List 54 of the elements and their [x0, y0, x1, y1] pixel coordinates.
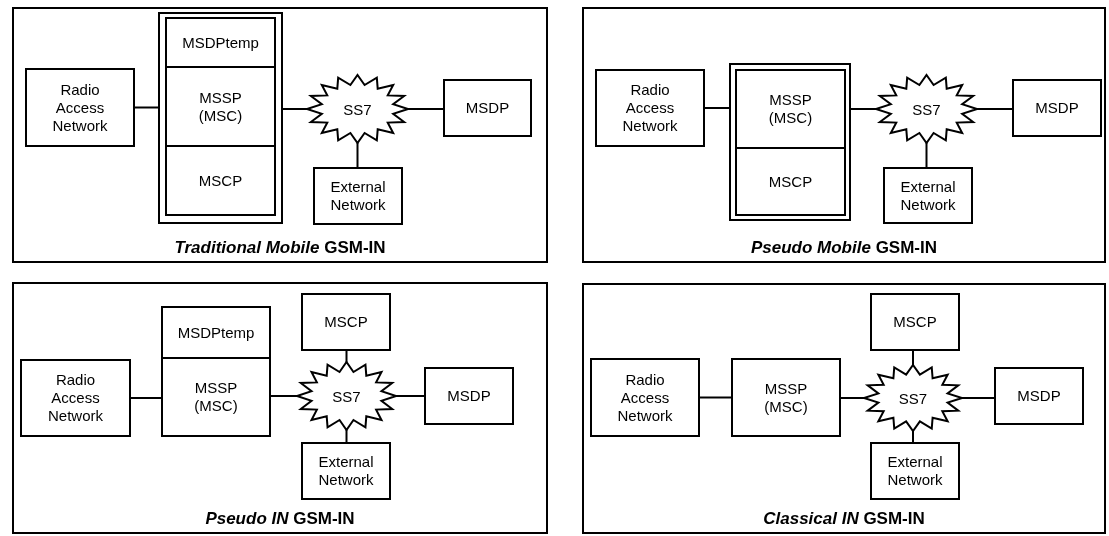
component-box: MSCP — [735, 147, 846, 216]
diagram-panel — [12, 7, 548, 263]
component-box: MSDP — [443, 79, 532, 137]
panel-caption: Traditional Mobile GSM-IN — [174, 238, 386, 258]
component-box: MSSP (MSC) — [735, 69, 846, 149]
connector-line — [961, 397, 995, 399]
component-box: MSSP (MSC) — [165, 66, 276, 147]
connector-line — [356, 142, 359, 168]
connector-line — [270, 395, 298, 397]
connector-line — [976, 108, 1013, 110]
container-box — [158, 12, 283, 224]
component-box: MSCP — [870, 293, 960, 351]
connector-line — [345, 429, 348, 443]
connector-line — [699, 396, 732, 399]
component-box: MSSP (MSC) — [731, 358, 841, 437]
component-box: Radio Access Network — [595, 69, 705, 147]
component-box: External Network — [313, 167, 403, 225]
connector-line — [925, 142, 928, 168]
network-label: SS7 — [897, 389, 929, 407]
component-box: MSCP — [301, 293, 391, 351]
component-box: MSCP — [165, 145, 276, 216]
connector-line — [282, 108, 308, 110]
connector-line — [130, 397, 162, 399]
container-box — [729, 63, 851, 221]
connector-line — [840, 397, 865, 399]
panel-caption: Classical IN GSM-IN — [763, 509, 925, 529]
connector-line — [704, 107, 730, 109]
component-box: External Network — [870, 442, 960, 500]
network-label: SS7 — [911, 100, 942, 118]
connector-line — [912, 430, 914, 443]
component-box: MSDP — [994, 367, 1084, 425]
connector-line — [345, 350, 348, 363]
component-box: MSSP (MSC) — [161, 357, 271, 437]
diagram-panel — [12, 282, 548, 534]
component-box: External Network — [883, 167, 973, 224]
component-box: MSDPtemp — [161, 306, 271, 359]
panel-caption: Pseudo IN GSM-IN — [205, 509, 355, 529]
connector-line — [395, 395, 425, 397]
component-box: MSDP — [1012, 79, 1102, 137]
connector-line — [134, 106, 159, 109]
component-box: Radio Access Network — [20, 359, 131, 437]
network-label: SS7 — [331, 387, 362, 405]
component-box: MSDPtemp — [165, 17, 276, 68]
diagram-panel — [582, 283, 1106, 534]
component-box: Radio Access Network — [590, 358, 700, 437]
diagram-panel — [582, 7, 1106, 263]
connector-line — [850, 108, 877, 110]
connector-line — [407, 108, 444, 110]
component-box: MSDP — [424, 367, 514, 425]
component-box: Radio Access Network — [25, 68, 135, 147]
connector-line — [912, 350, 914, 366]
panel-caption: Pseudo Mobile GSM-IN — [750, 238, 938, 258]
network-label: SS7 — [342, 100, 373, 118]
component-box: External Network — [301, 442, 391, 500]
